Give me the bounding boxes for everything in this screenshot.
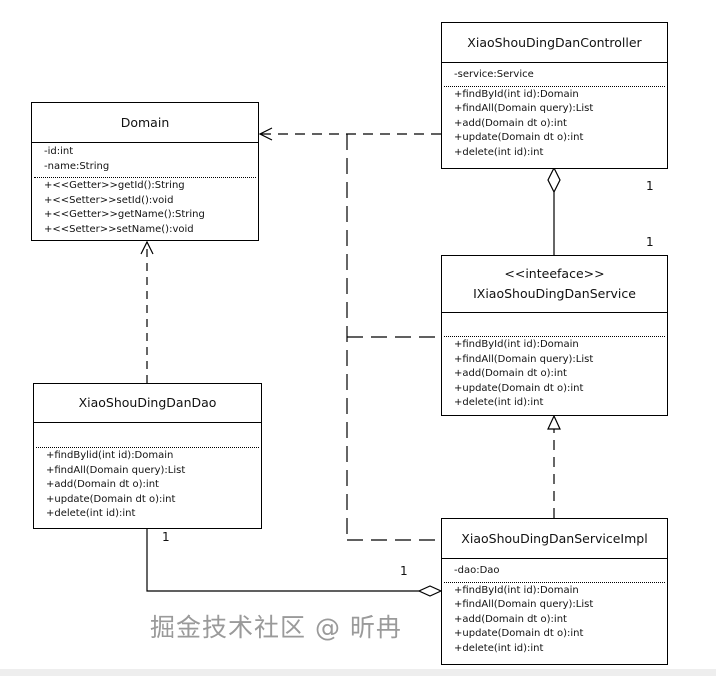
class-service-impl[interactable]: XiaoShouDingDanServiceImpl -dao:Dao +fin… [441,518,668,665]
multiplicity-dao: 1 [162,530,170,544]
method: +add(Domain dt o):int [454,368,567,380]
class-dao[interactable]: XiaoShouDingDanDao +findBylid(int id):Do… [33,383,262,529]
method: +delete(int id):int [454,146,544,158]
stereotype: <<inteeface>> [504,266,605,281]
aggregation-diamond-impl [417,585,443,597]
class-name: XiaoShouDingDanController [442,23,667,63]
aggregation-diamond [547,166,561,194]
class-domain[interactable]: Domain -id:int -name:String +<<Getter>>g… [31,102,259,241]
multiplicity-impl: 1 [400,564,408,578]
method: +add(Domain dt o):int [454,117,567,129]
multiplicity-service: 1 [646,235,654,249]
method: +delete(int id):int [454,642,544,654]
divider [34,177,256,179]
method: +<<Setter>>setName():void [44,223,194,235]
method: +findAll(Domain query):List [46,464,186,476]
class-service-interface[interactable]: <<inteeface>> IXiaoShouDingDanService +f… [441,255,668,416]
method: +findAll(Domain query):List [454,599,594,611]
divider [36,447,259,448]
realization-triangle [547,414,561,430]
divider [444,581,665,583]
domain-arrowhead-open [258,127,273,141]
bottom-strip [0,669,716,676]
method: +delete(int id):int [46,508,136,520]
attribute: -id:int [44,146,74,157]
multiplicity-controller: 1 [646,179,654,193]
method: +findAll(Domain query):List [454,103,594,115]
attribute: -service:Service [454,69,534,80]
method: +<<Setter>>setId():void [44,194,174,206]
class-controller[interactable]: XiaoShouDingDanController -service:Servi… [441,22,668,169]
attribute: -name:String [44,160,110,172]
divider [444,85,665,87]
method: +<<Getter>>getName():String [44,209,205,221]
watermark: 掘金技术社区 @ 昕冉 [150,613,402,642]
method: +findById(int id):Domain [454,88,579,100]
method: +delete(int id):int [454,397,544,409]
class-name: XiaoShouDingDanDao [34,384,261,423]
method: +update(Domain dt o):int [46,493,176,505]
method: +add(Domain dt o):int [454,613,567,625]
method: +<<Getter>>getId():String [44,180,185,192]
method: +add(Domain dt o):int [46,479,159,491]
attribute: -dao:Dao [454,565,500,576]
method: +update(Domain dt o):int [454,628,584,640]
dao-impl-aggregation [146,528,419,592]
method: +update(Domain dt o):int [454,382,584,394]
method: +findAll(Domain query):List [454,353,594,365]
class-name: IXiaoShouDingDanService [473,286,636,301]
class-name: Domain [32,103,258,143]
dao-arrowhead-open [140,240,154,255]
class-header: <<inteeface>> IXiaoShouDingDanService [442,256,667,313]
method: +update(Domain dt o):int [454,132,584,144]
method: +findById(int id):Domain [454,339,579,350]
divider [444,336,665,337]
method: +findById(int id):Domain [454,584,579,596]
class-name: XiaoShouDingDanServiceImpl [442,519,667,559]
method: +findBylid(int id):Domain [46,450,174,461]
